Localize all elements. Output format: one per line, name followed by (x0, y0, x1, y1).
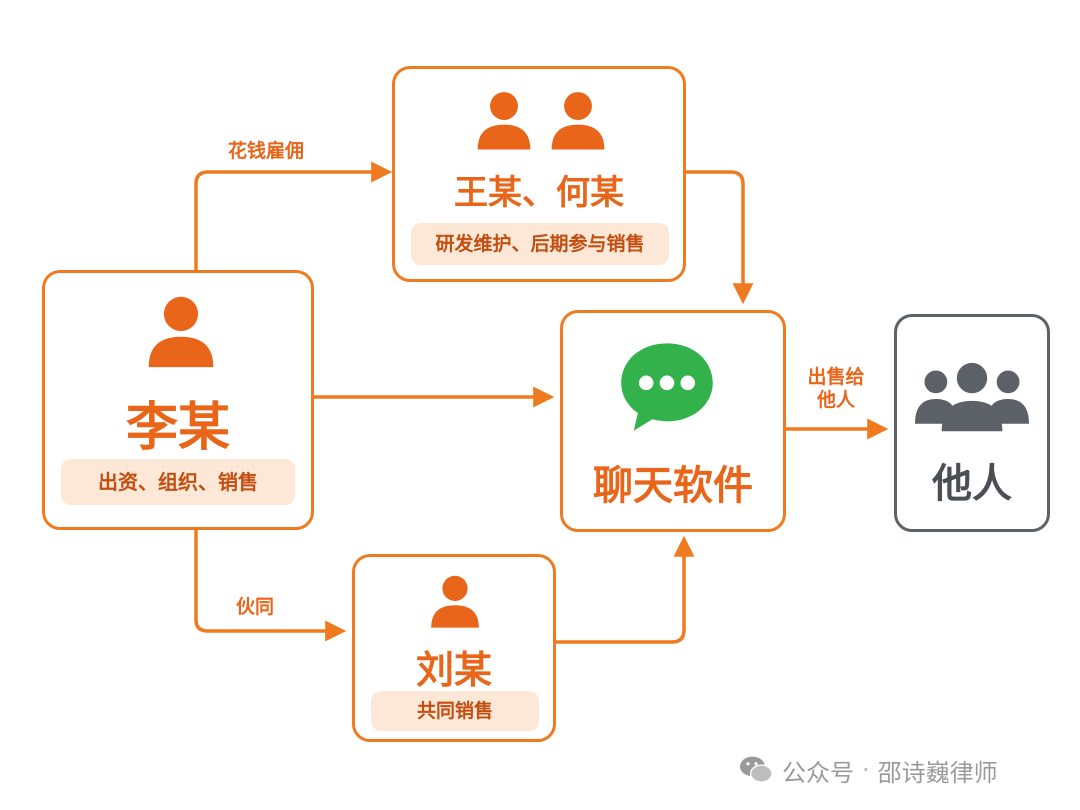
watermark-separator: · (862, 756, 870, 784)
watermark: 公众号 · 邵诗巍律师 (738, 752, 998, 788)
person-icon-left (477, 92, 531, 150)
edge-label-sell-line2: 他人 (816, 388, 855, 411)
edge-label-accomplice: 伙同 (236, 596, 275, 618)
arrow-liu-to-chat (556, 535, 695, 644)
node-li: 李某 出资、组织、销售 (42, 270, 314, 530)
group-icon (915, 362, 1029, 432)
wechat-icon (740, 756, 773, 783)
edge-label-hire: 花钱雇佣 (228, 140, 305, 162)
node-li-title: 李某 (125, 398, 230, 458)
watermark-prefix: 公众号 (782, 758, 854, 787)
node-liu-title: 刘某 (415, 648, 492, 692)
node-wang-he: 王某、何某 研发维护、后期参与销售 (392, 66, 686, 282)
watermark-author: 邵诗巍律师 (877, 758, 998, 787)
node-liu: 刘某 共同销售 (352, 554, 556, 742)
edge-label-sell: 出售给 他人 (794, 366, 878, 412)
node-wang-he-title: 王某、何某 (454, 173, 624, 213)
arrow-li-to-liu (194, 530, 347, 642)
chat-bubble-icon (621, 343, 713, 431)
node-chat: 聊天软件 (560, 310, 786, 532)
node-li-tag: 出资、组织、销售 (61, 459, 295, 505)
node-others: 他人 (894, 314, 1050, 532)
node-chat-title: 聊天软件 (593, 463, 753, 509)
edge-label-sell-line1: 出售给 (807, 366, 865, 388)
person-icon (148, 296, 214, 368)
node-liu-tag: 共同销售 (371, 691, 539, 731)
person-icon-right (551, 92, 605, 150)
person-icon (431, 575, 479, 628)
node-wang-he-tag: 研发维护、后期参与销售 (411, 223, 669, 265)
arrow-wang-he-to-chat (686, 170, 754, 305)
node-others-title: 他人 (932, 461, 1012, 507)
arrow-li-to-wang-he (194, 161, 393, 270)
